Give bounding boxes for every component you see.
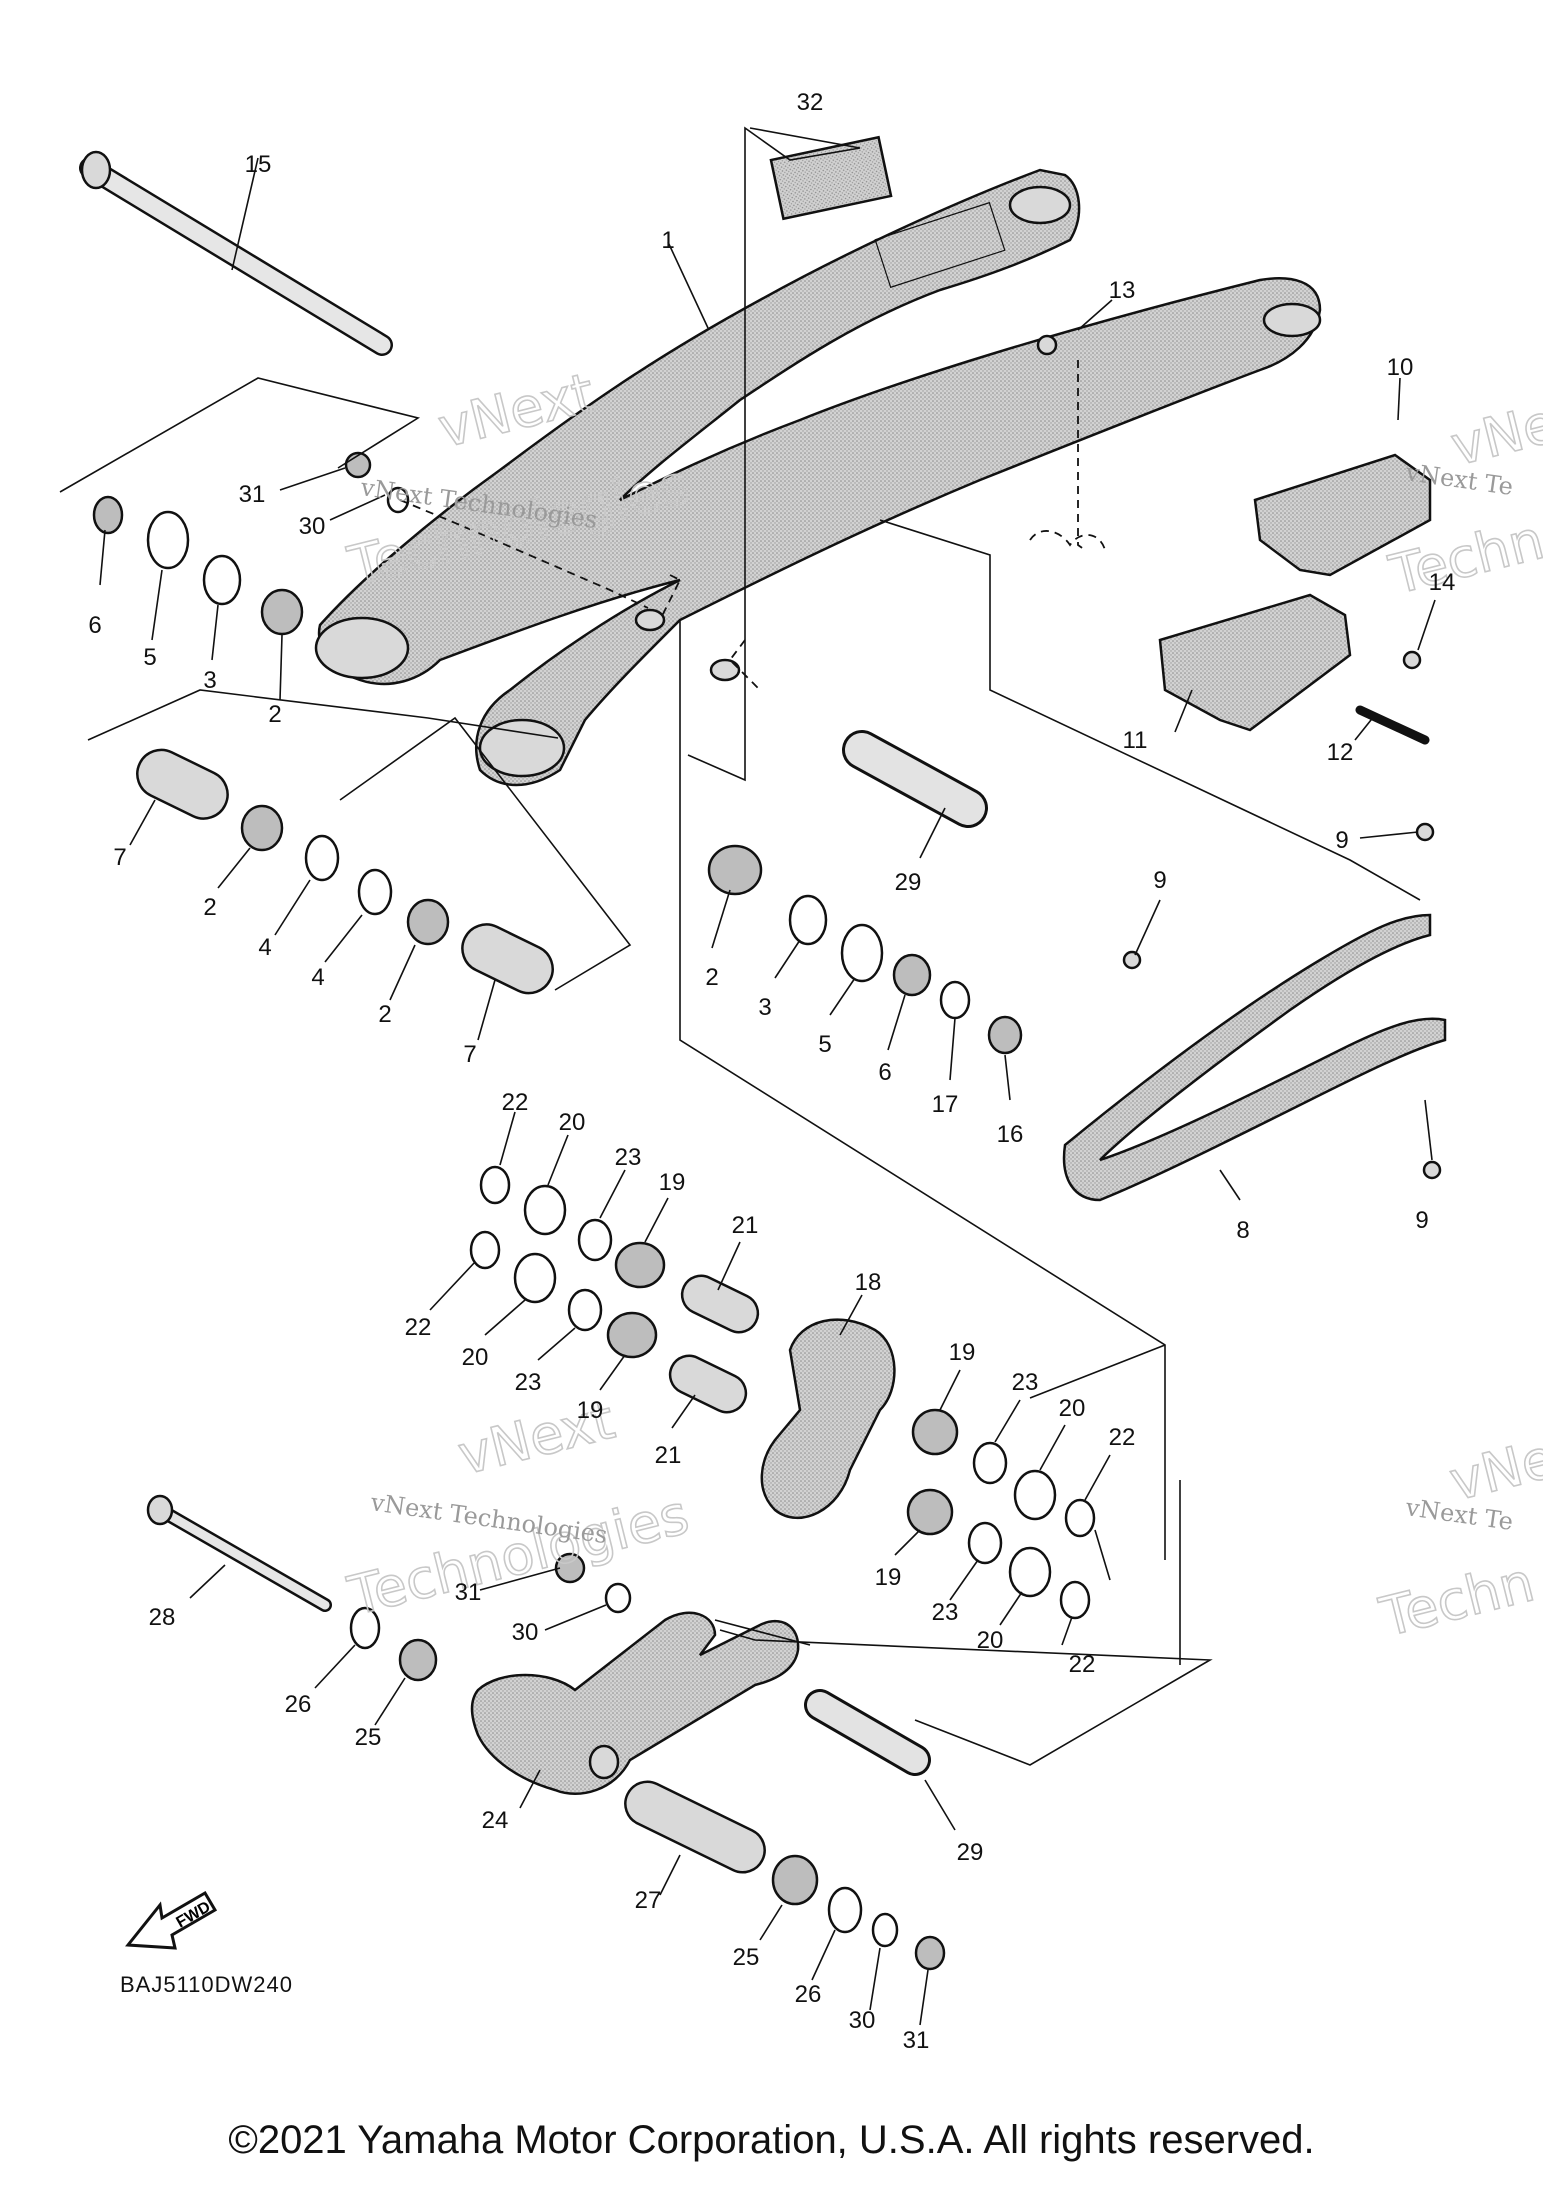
callout: 19 (875, 1564, 902, 1591)
callout: 22 (405, 1314, 432, 1341)
callout: 23 (515, 1369, 542, 1396)
callout: 12 (1327, 739, 1354, 766)
callout: 21 (732, 1212, 759, 1239)
relay-arm-part (469, 1165, 1096, 1620)
callout: 30 (849, 2007, 876, 2034)
callout: 2 (378, 1001, 391, 1028)
callout: 31 (239, 481, 266, 508)
callout: 4 (258, 934, 271, 961)
chain-guide-part (1253, 453, 1432, 577)
reference-lines (59, 126, 1436, 2026)
callout: 2 (705, 964, 718, 991)
nut-part (1402, 650, 1422, 670)
watermark-large: Techn (1374, 1550, 1541, 1649)
callout: 14 (1429, 569, 1456, 596)
callout: 21 (655, 1442, 682, 1469)
callout: 6 (88, 612, 101, 639)
callout: 7 (463, 1041, 476, 1068)
callout: 26 (795, 1981, 822, 2008)
callout: 19 (659, 1169, 686, 1196)
callout-labels: 32 15 1 13 10 31 30 6 5 3 2 14 11 12 7 2… (88, 89, 1455, 2054)
callout: 19 (577, 1397, 604, 1424)
callout: 18 (855, 1269, 882, 1296)
callout: 31 (455, 1579, 482, 1606)
callout: 23 (932, 1599, 959, 1626)
callout: 5 (143, 644, 156, 671)
collar-part (136, 748, 554, 995)
callout: 10 (1387, 354, 1414, 381)
bolt-29-part (707, 730, 1023, 1055)
watermark: vNe Techn (1373, 1426, 1543, 1650)
callout: 32 (797, 89, 824, 116)
bolt-part (1355, 705, 1430, 745)
callout: 2 (268, 701, 281, 728)
callout: 22 (502, 1089, 529, 1116)
callout: 25 (355, 1724, 382, 1751)
callout: 25 (733, 1944, 760, 1971)
callout: 26 (285, 1691, 312, 1718)
callout: 9 (1153, 867, 1166, 894)
callout: 11 (1123, 727, 1148, 754)
callout: 16 (997, 1121, 1024, 1148)
callout: 22 (1109, 1424, 1136, 1451)
callout: 30 (512, 1619, 539, 1646)
callout: 19 (949, 1339, 976, 1366)
callout: 31 (903, 2027, 930, 2054)
washer-part (92, 451, 410, 636)
callout: 7 (113, 844, 126, 871)
callout: 9 (1335, 827, 1348, 854)
callout: 3 (203, 667, 216, 694)
callout: 27 (635, 1887, 662, 1914)
copyright-notice: ©2021 Yamaha Motor Corporation, U.S.A. A… (228, 2118, 1315, 2162)
callout: 20 (559, 1109, 586, 1136)
callout: 30 (299, 513, 326, 540)
callout: 22 (1069, 1651, 1096, 1678)
callout: 13 (1109, 277, 1136, 304)
callout: 1 (661, 227, 674, 254)
callout: 2 (203, 894, 216, 921)
callout: 6 (878, 1059, 891, 1086)
callout: 29 (957, 1839, 984, 1866)
callout: 4 (311, 964, 324, 991)
pivot-shaft-part (79, 150, 393, 356)
callout: 8 (1236, 1217, 1249, 1244)
callout: 24 (482, 1807, 509, 1834)
forward-arrow-icon: FWD (125, 1890, 218, 1950)
chain-support-part (1062, 913, 1447, 1202)
callout: 20 (462, 1344, 489, 1371)
callout: 23 (1012, 1369, 1039, 1396)
callout: 17 (932, 1091, 959, 1118)
diagram-code: BAJ5110DW240 (120, 1972, 294, 1997)
callout: 29 (895, 869, 922, 896)
callout: 9 (1415, 1207, 1428, 1234)
nut-part (1036, 334, 1058, 356)
callout: 20 (1059, 1395, 1086, 1422)
callout: 15 (245, 151, 272, 178)
chain-guide-lower-part (1158, 593, 1352, 732)
swingarm-part (314, 168, 1322, 787)
callout: 20 (977, 1627, 1004, 1654)
callout: 28 (149, 1604, 176, 1631)
sticker-part (769, 135, 893, 221)
callout: 5 (818, 1031, 831, 1058)
connecting-rod-part (146, 1494, 946, 1971)
callout: 23 (615, 1144, 642, 1171)
callout: 3 (758, 994, 771, 1021)
